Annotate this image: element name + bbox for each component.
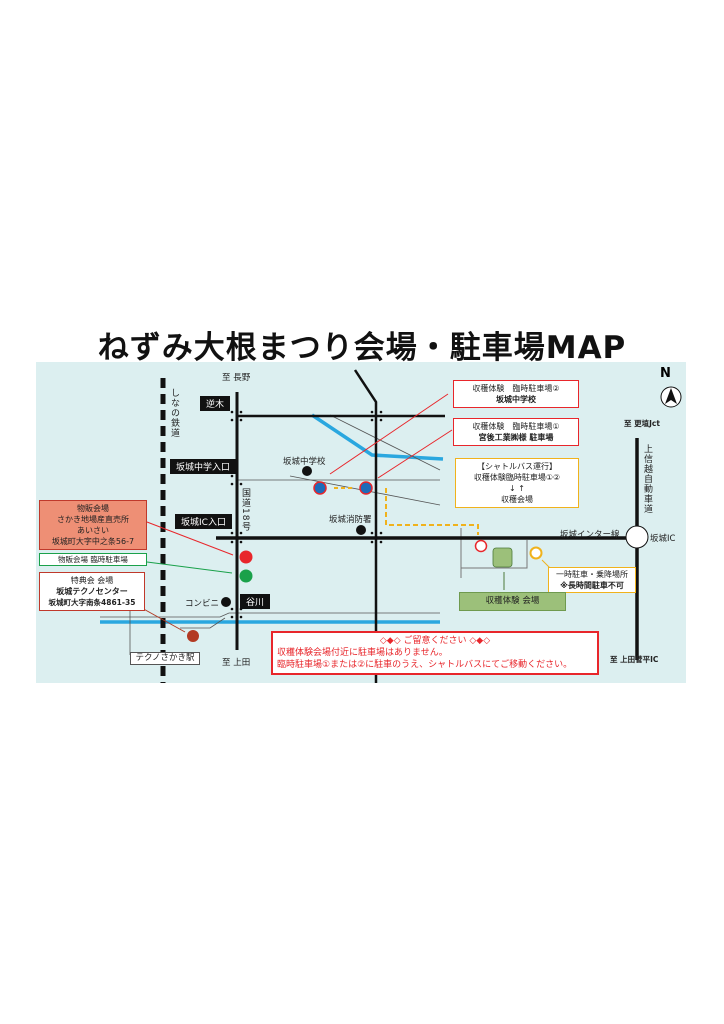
callout-line: 特典会 会場 bbox=[70, 576, 114, 585]
route18-label: 国道18号 bbox=[240, 488, 250, 532]
inter-road-label: 坂城インター線 bbox=[560, 530, 620, 540]
callout-line: あいさい bbox=[77, 526, 109, 535]
fire-station-marker bbox=[356, 525, 366, 535]
interchange-marker bbox=[625, 525, 649, 549]
callout-line: 収穫体験臨時駐車場①② bbox=[473, 473, 561, 482]
parking2-callout: 収穫体験 臨時駐車場② 坂城中学校 bbox=[453, 380, 579, 408]
callout-line: 収穫体験 臨時駐車場① bbox=[472, 422, 560, 431]
callout-line: 坂城町大字南条4861-35 bbox=[48, 598, 136, 607]
harvest-venue-callout: 収穫体験 会場 bbox=[459, 592, 566, 611]
notice-line2: 臨時駐車場①または②に駐車のうえ、シャトルバスにてご移動ください。 bbox=[277, 660, 573, 670]
direction-ueda-sugadaira: 至 上田菅平IC bbox=[610, 655, 659, 664]
shuttle-stop-marker bbox=[474, 539, 488, 553]
direction-koshoku-jct: 至 更埴Jct bbox=[624, 419, 660, 428]
parking1-marker bbox=[359, 481, 373, 495]
notice-box: ◇◆◇ ご留意ください ◇◆◇ 収穫体験会場付近に駐車場はありません。 臨時駐車… bbox=[271, 631, 599, 675]
direction-ueda: 至 上田 bbox=[222, 658, 251, 668]
sales-parking-callout: 物販会場 臨時駐車場 bbox=[39, 553, 147, 566]
school-label: 坂城中学校 bbox=[283, 457, 326, 467]
sales-parking-marker bbox=[239, 569, 253, 583]
intersection-sakaki: 逆木 bbox=[200, 396, 231, 411]
callout-line: 収穫体験 臨時駐車場② bbox=[472, 384, 560, 393]
shuttle-callout: 【シャトルバス運行】 収穫体験臨時駐車場①② ↓ ↑ 収穫会場 bbox=[455, 458, 579, 508]
callout-line: 坂城町大字中之条56-7 bbox=[51, 537, 135, 546]
callout-line: 坂城中学校 bbox=[496, 395, 536, 404]
interchange-label: 坂城IC bbox=[650, 534, 676, 544]
technocenter-marker bbox=[187, 630, 199, 642]
callout-line: 坂城テクノセンター bbox=[56, 587, 128, 596]
intersection-tanigawa: 谷川 bbox=[240, 594, 271, 609]
intersection-ic-entrance: 坂城IC入口 bbox=[175, 514, 232, 529]
railway-label: しなの鉄道 bbox=[169, 388, 179, 438]
sales-venue-callout: 物販会場 さかき地場産直売所 あいさい 坂城町大字中之条56-7 bbox=[39, 500, 147, 550]
compass-label: N bbox=[660, 366, 671, 381]
dropoff-marker bbox=[529, 546, 543, 560]
bonus-venue-callout: 特典会 会場 坂城テクノセンター 坂城町大字南条4861-35 bbox=[39, 572, 145, 611]
parking1-callout: 収穫体験 臨時駐車場① 宮後工業㈱様 駐車場 bbox=[453, 418, 579, 446]
callout-line: ※長時間駐車不可 bbox=[560, 581, 624, 590]
river-upper bbox=[311, 413, 444, 461]
callout-line: 宮後工業㈱様 駐車場 bbox=[478, 433, 554, 442]
parking2-marker bbox=[313, 481, 327, 495]
callout-line: さかき地場産直売所 bbox=[57, 515, 129, 524]
notice-line1: 収穫体験会場付近に駐車場はありません。 bbox=[277, 648, 448, 658]
convenience-store-label: コンビニ bbox=[185, 599, 220, 609]
callout-line: ↓ ↑ bbox=[509, 484, 525, 493]
notice-heading: ◇◆◇ ご留意ください ◇◆◇ bbox=[379, 636, 491, 646]
sales-venue-marker bbox=[239, 550, 253, 564]
dropoff-callout: 一時駐車・乗降場所 ※長時間駐車不可 bbox=[548, 567, 636, 593]
page-title: ねずみ大根まつり会場・駐車場MAP bbox=[97, 330, 627, 366]
intersection-school-entrance: 坂城中学入口 bbox=[170, 459, 237, 474]
school-marker bbox=[302, 466, 312, 476]
callout-line: 収穫会場 bbox=[501, 495, 533, 504]
fire-station-label: 坂城消防署 bbox=[329, 515, 372, 525]
direction-nagano: 至 長野 bbox=[222, 373, 251, 383]
convenience-store-marker bbox=[221, 597, 231, 607]
harvest-venue-marker bbox=[492, 547, 513, 568]
highway-label: 上信越自動車道 bbox=[642, 444, 652, 514]
callout-line: 一時駐車・乗降場所 bbox=[556, 570, 628, 579]
station-label: テクノさかき駅 bbox=[130, 652, 200, 665]
callout-line: 【シャトルバス運行】 bbox=[477, 462, 557, 471]
map-roads bbox=[100, 369, 682, 683]
callout-line: 物販会場 bbox=[77, 504, 109, 513]
